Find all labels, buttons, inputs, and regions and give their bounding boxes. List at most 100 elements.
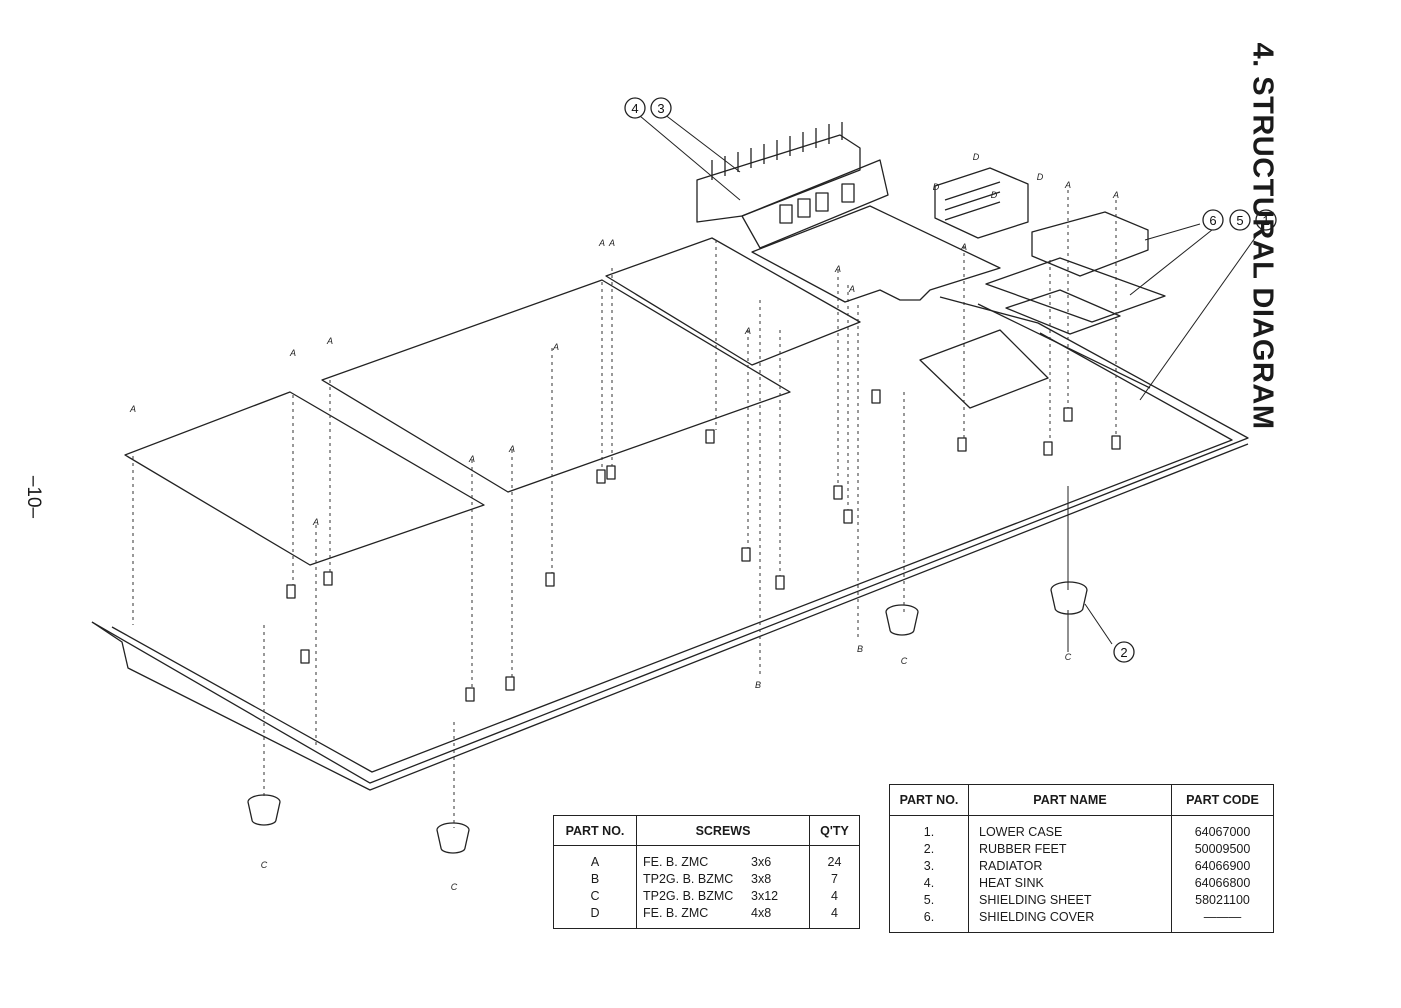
part-name-cell: LOWER CASE — [968, 815, 1172, 841]
table-row: 2. RUBBER FEET 50009500 — [889, 841, 1274, 858]
screw-label-a: A — [608, 238, 615, 248]
screw-label-a: A — [129, 404, 136, 414]
screw-label-d: D — [973, 152, 980, 162]
part-no-cell: C — [553, 888, 637, 905]
callout-4 — [624, 97, 646, 119]
screw-name: FE. B. ZMC — [643, 906, 709, 920]
callout-label-6: 6 — [1209, 213, 1216, 228]
pcb-board-right — [605, 237, 861, 366]
table-row: 5. SHIELDING SHEET 58021100 — [889, 892, 1274, 909]
screw-size: 4x8 — [751, 906, 772, 920]
table-row: 6. SHIELDING COVER ——— — [889, 909, 1274, 933]
lower-case-inner-rim — [111, 332, 1233, 773]
screw-label-b: B — [755, 680, 761, 690]
part-code-cell: 64067000 — [1171, 815, 1274, 841]
shielding-sheet — [985, 257, 1166, 323]
screw-label-a: A — [1112, 190, 1119, 200]
rubber-foot — [1050, 581, 1088, 615]
pcb-board-top — [751, 205, 1001, 303]
screw-label-a: A — [289, 348, 296, 358]
part-no-cell: 3. — [889, 858, 969, 875]
callout-label-3: 3 — [657, 101, 664, 116]
rubber-foot — [247, 794, 281, 826]
screw-label-d: D — [933, 182, 940, 192]
callout-3 — [650, 97, 672, 119]
callout-5 — [1229, 209, 1251, 231]
shielding-cover — [1031, 211, 1149, 277]
rubber-foot — [885, 604, 919, 636]
part-no-cell: 4. — [889, 875, 969, 892]
qty-cell: 24 — [809, 845, 860, 871]
callout-label-4: 4 — [631, 101, 638, 116]
screw-label-a: A — [508, 444, 515, 454]
part-no-cell: D — [553, 905, 637, 929]
screw-label-a: A — [312, 517, 319, 527]
part-no-cell: 2. — [889, 841, 969, 858]
screw-label-b: B — [857, 644, 863, 654]
screw-label-c: C — [1065, 652, 1072, 662]
part-name-cell: RADIATOR — [968, 858, 1172, 875]
screw-name: FE. B. ZMC — [643, 855, 709, 869]
table-row: 4. HEAT SINK 64066800 — [889, 875, 1274, 892]
column-header: PART CODE — [1171, 784, 1274, 816]
table-row: D FE. B. ZMC 4x8 4 — [553, 905, 860, 929]
qty-cell: 4 — [809, 888, 860, 905]
heat-sink — [741, 159, 889, 249]
screw-label-a: A — [598, 238, 605, 248]
part-name-cell: SHIELDING COVER — [968, 909, 1172, 933]
column-header: PART NO. — [889, 784, 969, 816]
part-no-cell: 6. — [889, 909, 969, 933]
parts-table: PART NO. PART NAME PART CODE 1. LOWER CA… — [889, 784, 1274, 933]
column-header: Q'TY — [809, 815, 860, 846]
column-header: PART NO. — [553, 815, 637, 846]
callout-6 — [1202, 209, 1224, 231]
screw-label-c: C — [451, 882, 458, 892]
screw-label-a: A — [1064, 180, 1071, 190]
callout-1 — [1255, 209, 1277, 231]
radiator — [696, 134, 861, 223]
bracket — [919, 329, 1049, 409]
pcb-board-left — [124, 391, 485, 566]
rubber-foot — [436, 822, 470, 854]
callout-label-5: 5 — [1236, 213, 1243, 228]
screw-size: 3x12 — [751, 889, 779, 903]
lower-case-outline — [91, 296, 1249, 784]
part-name-cell: RUBBER FEET — [968, 841, 1172, 858]
part-code-cell: 50009500 — [1171, 841, 1274, 858]
table-row: C TP2G. B. BZMC 3x12 4 — [553, 888, 860, 905]
part-code-cell: 64066900 — [1171, 858, 1274, 875]
pcb-board-middle — [321, 279, 791, 493]
screw-label-a: A — [848, 284, 855, 294]
screw-label-a: A — [744, 326, 751, 336]
transformer — [934, 167, 1029, 239]
part-name-cell: HEAT SINK — [968, 875, 1172, 892]
table-row: 3. RADIATOR 64066900 — [889, 858, 1274, 875]
screw-label-a: A — [468, 454, 475, 464]
screw-cell: FE. B. ZMC 4x8 — [636, 905, 810, 929]
callout-label-1: 1 — [1262, 213, 1269, 228]
screw-name: TP2G. B. BZMC — [643, 872, 734, 886]
part-name-cell: SHIELDING SHEET — [968, 892, 1172, 909]
part-code-cell: 58021100 — [1171, 892, 1274, 909]
column-header: SCREWS — [636, 815, 810, 846]
table-row: 1. LOWER CASE 64067000 — [889, 815, 1274, 841]
screw-cell: TP2G. B. BZMC 3x12 — [636, 888, 810, 905]
qty-cell: 4 — [809, 905, 860, 929]
part-code-cell: ——— — [1171, 909, 1274, 933]
qty-cell: 7 — [809, 871, 860, 888]
screw-label-a: A — [960, 242, 967, 252]
callout-2 — [1113, 641, 1135, 663]
screw-label-d: D — [1037, 172, 1044, 182]
screw-label-c: C — [261, 860, 268, 870]
screw-label-a: A — [326, 336, 333, 346]
part-no-cell: 1. — [889, 815, 969, 841]
column-header: PART NAME — [968, 784, 1172, 816]
part-no-cell: A — [553, 845, 637, 871]
screw-name: TP2G. B. BZMC — [643, 889, 734, 903]
